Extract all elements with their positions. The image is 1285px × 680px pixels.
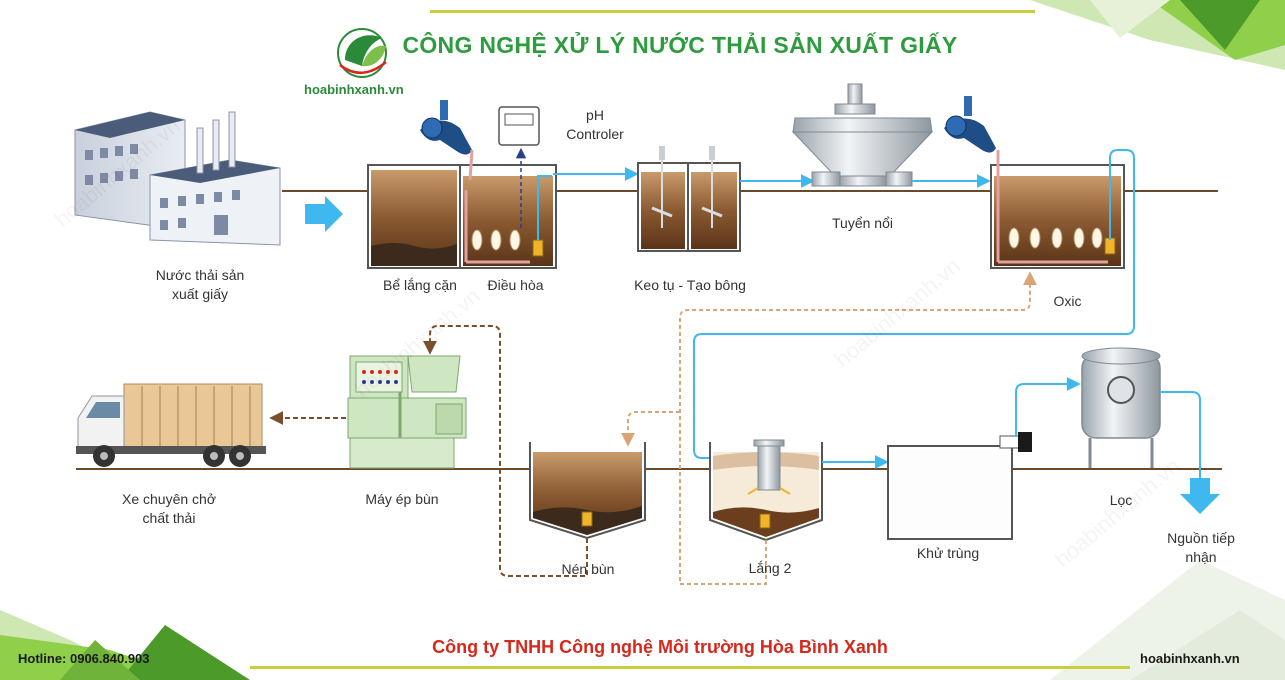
- footer-accent-bar: [250, 666, 1130, 669]
- discharge-arrow-icon: [1180, 478, 1220, 514]
- label-thickener: Nén bùn: [561, 561, 615, 577]
- decor-corner-top-right: [1030, 0, 1285, 70]
- coagulation-tanks: [637, 146, 741, 252]
- settling-tank-2: [709, 439, 823, 542]
- sludge-thickener: [529, 442, 646, 540]
- label-settling-1: Bể lắng cặn: [383, 277, 457, 293]
- label-equalization: Điều hòa: [487, 277, 544, 293]
- flotation-unit: [791, 83, 934, 187]
- settling-tank-1: [367, 164, 461, 269]
- decor-corner-bottom-right: [1050, 560, 1285, 680]
- blower-oxic-icon: [944, 96, 1000, 180]
- page-title: CÔNG NGHỆ XỬ LÝ NƯỚC THẢI SẢN XUẤT GIẤY: [402, 32, 958, 58]
- label-disinfection: Khử trùng: [916, 545, 980, 561]
- hotline: Hotline: 0906.840.903: [18, 651, 150, 666]
- equalization-tank: [459, 164, 557, 269]
- label-press: Máy ép bùn: [365, 491, 439, 507]
- oxic-tank: [990, 164, 1125, 269]
- flow-to-receiving: [1160, 391, 1201, 480]
- filter-vessel: [1081, 347, 1161, 468]
- header-accent-bar: [430, 10, 1035, 13]
- label-filter: Lọc: [1109, 492, 1133, 508]
- transfer-pump-icon: [999, 432, 1032, 452]
- company-name: Công ty TNHH Công nghệ Môi trường Hòa Bì…: [432, 637, 888, 657]
- label-flotation: Tuyển nổi: [832, 215, 893, 231]
- logo-icon: [337, 28, 387, 78]
- return-sludge-line: [679, 271, 1037, 585]
- label-source: Nước thải sản xuất giấy: [155, 267, 245, 302]
- sludge-to-press-line: [423, 325, 588, 577]
- disinfection-tank: [887, 445, 1013, 540]
- label-settling-2: Lắng 2: [748, 560, 792, 576]
- filter-press: [347, 355, 467, 469]
- label-coagulation: Keo tụ - Tạo bông: [634, 277, 746, 293]
- ph-controller-icon: [498, 106, 540, 228]
- flow-to-settling-2: [693, 149, 1135, 465]
- excess-sludge-line: [621, 411, 680, 447]
- factory-icon: [74, 111, 281, 246]
- decor-corner-bottom-left: [0, 610, 250, 680]
- blower-icon: [420, 100, 474, 181]
- label-truck: Xe chuyên chở chất thải: [121, 491, 216, 526]
- flow-to-filter: [1015, 377, 1081, 436]
- brand-name: hoabinhxanh.vn: [304, 82, 404, 97]
- label-oxic: Oxic: [1053, 293, 1082, 309]
- website-link[interactable]: hoabinhxanh.vn: [1140, 651, 1240, 666]
- label-receiving: Nguồn tiếp nhận: [1167, 530, 1235, 565]
- inflow-arrow-icon: [305, 196, 343, 232]
- truck-icon: [76, 383, 266, 467]
- label-ph-controller: pH Controler: [566, 107, 624, 142]
